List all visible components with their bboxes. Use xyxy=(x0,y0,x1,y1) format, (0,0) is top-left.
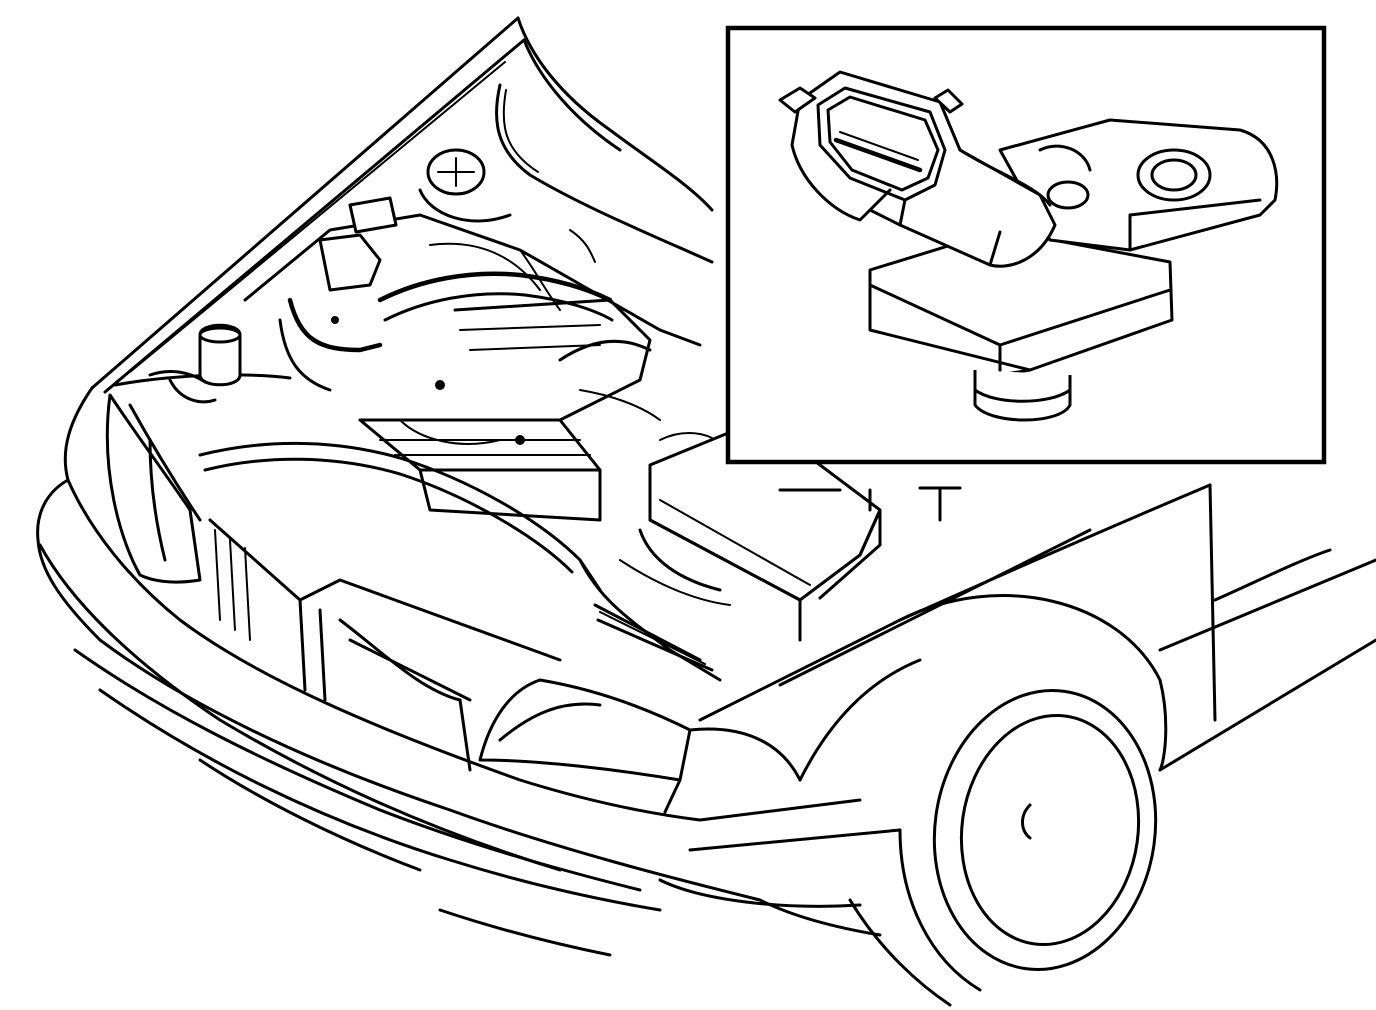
right-headlight xyxy=(478,678,802,814)
front-body xyxy=(198,441,722,772)
air-filter-box xyxy=(619,418,962,642)
wheel-icon xyxy=(932,689,1158,971)
front-fender xyxy=(698,483,1376,782)
mounting-hole-icon xyxy=(1136,148,1212,202)
engine-bay xyxy=(113,148,713,522)
sensor-detail-inset xyxy=(725,25,1327,465)
front-wheel xyxy=(848,689,1158,1007)
brake-fluid-reservoir-icon xyxy=(348,196,398,234)
front-bumper xyxy=(36,386,902,957)
left-headlight xyxy=(105,393,202,584)
hood xyxy=(90,16,714,394)
